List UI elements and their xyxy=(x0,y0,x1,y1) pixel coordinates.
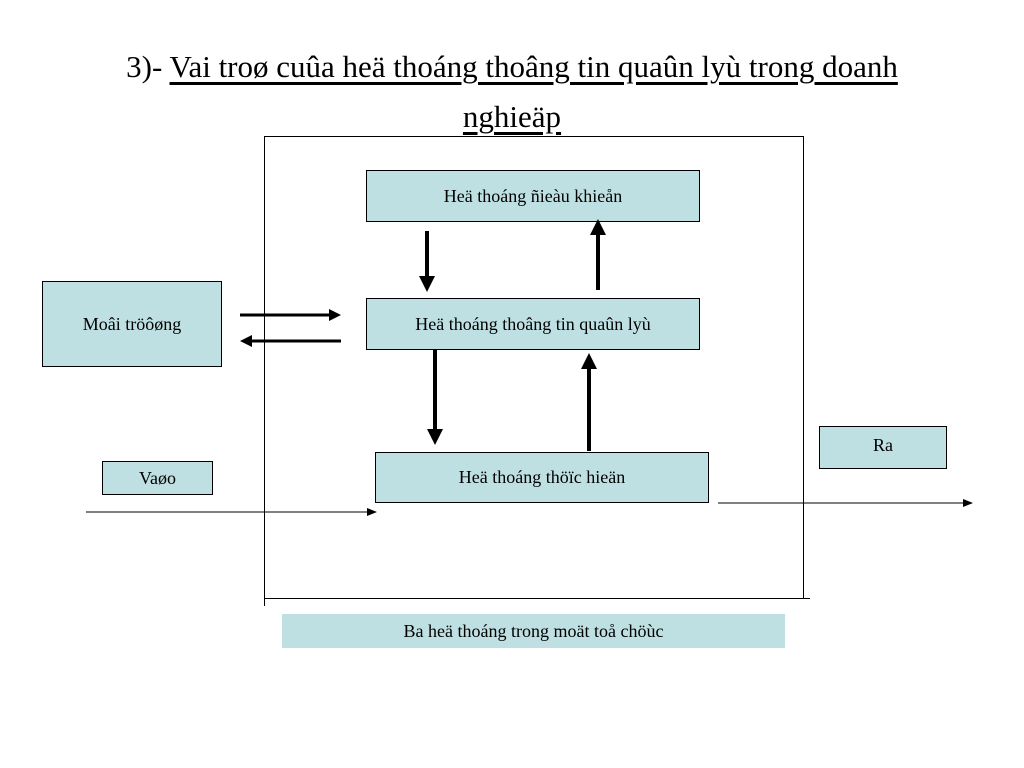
title-line-2: nghieäp xyxy=(0,92,1024,142)
output-box: Ra xyxy=(819,426,947,469)
slide-title: 3)- Vai troø cuûa heä thoáng thoâng tin … xyxy=(0,42,1024,142)
input-box: Vaøo xyxy=(102,461,213,495)
organization-frame-bottom xyxy=(264,598,810,599)
title-line-1: 3)- Vai troø cuûa heä thoáng thoâng tin … xyxy=(0,42,1024,92)
title-text-1: Vai troø cuûa heä thoáng thoâng tin quaû… xyxy=(169,49,898,84)
operation-system-label: Heä thoáng thöïc hieän xyxy=(458,467,626,487)
environment-label: Moâi tröôøng xyxy=(82,313,182,334)
environment-box: Moâi tröôøng xyxy=(42,281,222,367)
organization-frame-tick xyxy=(264,598,265,606)
caption-label: Ba heä thoáng trong moät toå chöùc xyxy=(403,620,664,641)
output-label: Ra xyxy=(873,435,893,455)
title-prefix: 3)- xyxy=(126,49,170,84)
mis-box: Heä thoáng thoâng tin quaûn lyù xyxy=(366,298,700,350)
organization-frame xyxy=(264,136,804,599)
diagram-caption: Ba heä thoáng trong moät toå chöùc xyxy=(282,614,785,648)
control-system-box: Heä thoáng ñieàu khieån xyxy=(366,170,700,222)
title-text-2: nghieäp xyxy=(462,99,562,134)
operation-system-box: Heä thoáng thöïc hieän xyxy=(375,452,709,503)
input-label: Vaøo xyxy=(139,467,176,488)
mis-label: Heä thoáng thoâng tin quaûn lyù xyxy=(415,313,651,334)
control-system-label: Heä thoáng ñieàu khieån xyxy=(443,185,623,206)
